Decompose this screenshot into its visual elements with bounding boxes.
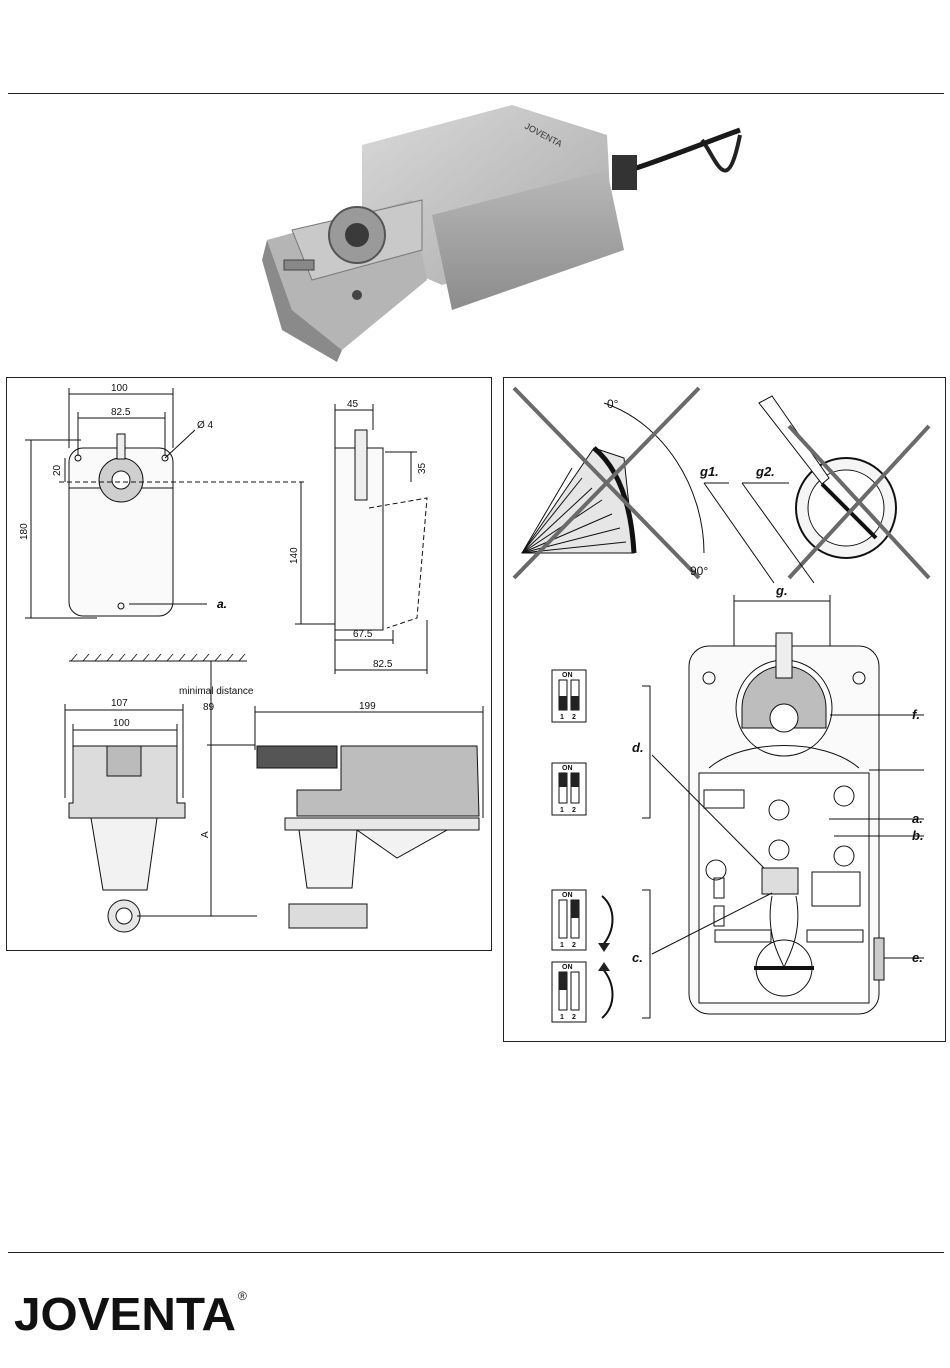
label-b: b. [912,828,924,843]
dim-side-top: 35 [417,462,428,474]
dip-num2-2: 2 [572,807,576,814]
dim-actuator-length: 199 [359,701,376,712]
dim-valve-outer: 107 [111,698,128,709]
dim-side-rotated: 82.5 [373,659,393,670]
joventa-logo: JOVENTA ® [14,1280,254,1340]
dim-valve-inner: 100 [113,718,130,729]
label-c: c. [632,950,643,965]
dim-front-width-outer: 100 [111,383,128,394]
dip-on-4: ON [562,964,573,971]
angle-start: 0° [607,397,619,411]
dim-side-base: 67.5 [353,629,373,640]
logo-registered: ® [238,1289,247,1303]
dim-side-height: 140 [289,547,300,564]
label-d: d. [632,740,644,755]
clearance-label: minimal distance [179,686,254,697]
dim-front-width-inner: 82.5 [111,407,131,418]
dip-num1-3: 1 [560,942,564,949]
dip-num2-4: 2 [572,1014,576,1021]
dip-num2-3: 2 [572,942,576,949]
clearance-value: 89 [203,702,215,713]
callout-a-front: a. [217,597,227,611]
dim-height-var: A [200,831,211,838]
dim-hole-diameter: Ø 4 [197,420,214,431]
top-rule [8,93,944,94]
dip-num1-1: 1 [560,714,564,721]
logo-wordmark: JOVENTA [14,1288,236,1340]
dip-on-1: ON [562,672,573,679]
actuator-photo: JOVENTA [262,100,742,362]
dip-num1-2: 1 [560,807,564,814]
dip-num2-1: 2 [572,714,576,721]
label-g: g. [775,583,788,598]
label-a: a. [912,811,923,826]
label-f: f. [912,707,920,722]
dip-num1-4: 1 [560,1014,564,1021]
label-e: e. [912,950,923,965]
bottom-rule [8,1252,944,1253]
dim-total-height: 180 [19,523,30,540]
dip-on-2: ON [562,765,573,772]
dimension-drawing-panel: 100 82.5 Ø 4 20 180 45 35 140 67.5 82.5 … [6,377,492,951]
angle-end: 90° [690,564,708,578]
settings-diagram-panel: ON 1 2 ON 1 2 ON 1 2 ON 1 2 0° 90° g1. g… [503,377,946,1042]
label-g2: g2. [755,464,775,479]
dip-on-3: ON [562,892,573,899]
dim-top-offset: 20 [52,464,63,476]
label-g1: g1. [699,464,719,479]
dim-side-depth: 45 [347,399,359,410]
